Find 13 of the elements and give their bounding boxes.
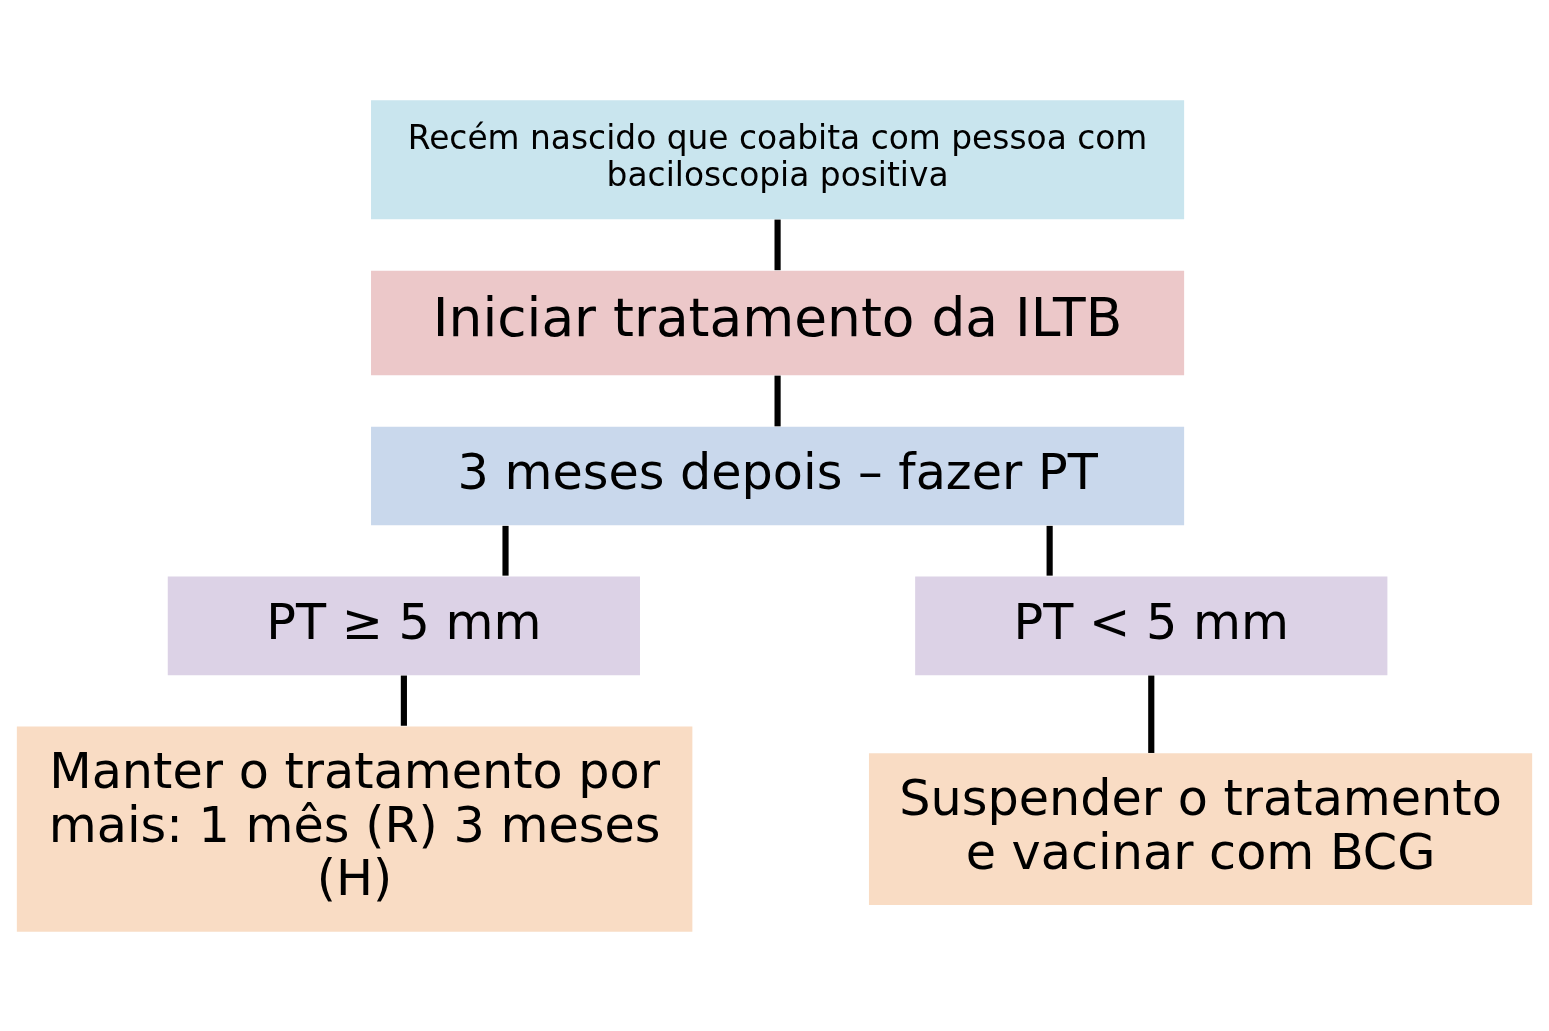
connector (502, 525, 509, 576)
connector (1046, 525, 1053, 576)
connector (1148, 675, 1155, 753)
node-box: 3 meses depois – fazer PT (371, 426, 1185, 525)
node-box: PT ≥ 5 mm (167, 576, 640, 675)
connector (774, 219, 781, 270)
connector (774, 375, 781, 426)
node-box: PT < 5 mm (915, 576, 1388, 675)
node-box: Manter o tratamento por mais: 1 mês (R) 3 meses (H) (16, 725, 693, 932)
node-box: Suspender o tratamento e vacinar com BCG (868, 752, 1533, 905)
connector (400, 675, 407, 726)
node-box: Iniciar tratamento da ILTB (371, 270, 1185, 375)
node-box: Recém nascido que coabita com pessoa com baciloscopia positiva (371, 99, 1185, 219)
